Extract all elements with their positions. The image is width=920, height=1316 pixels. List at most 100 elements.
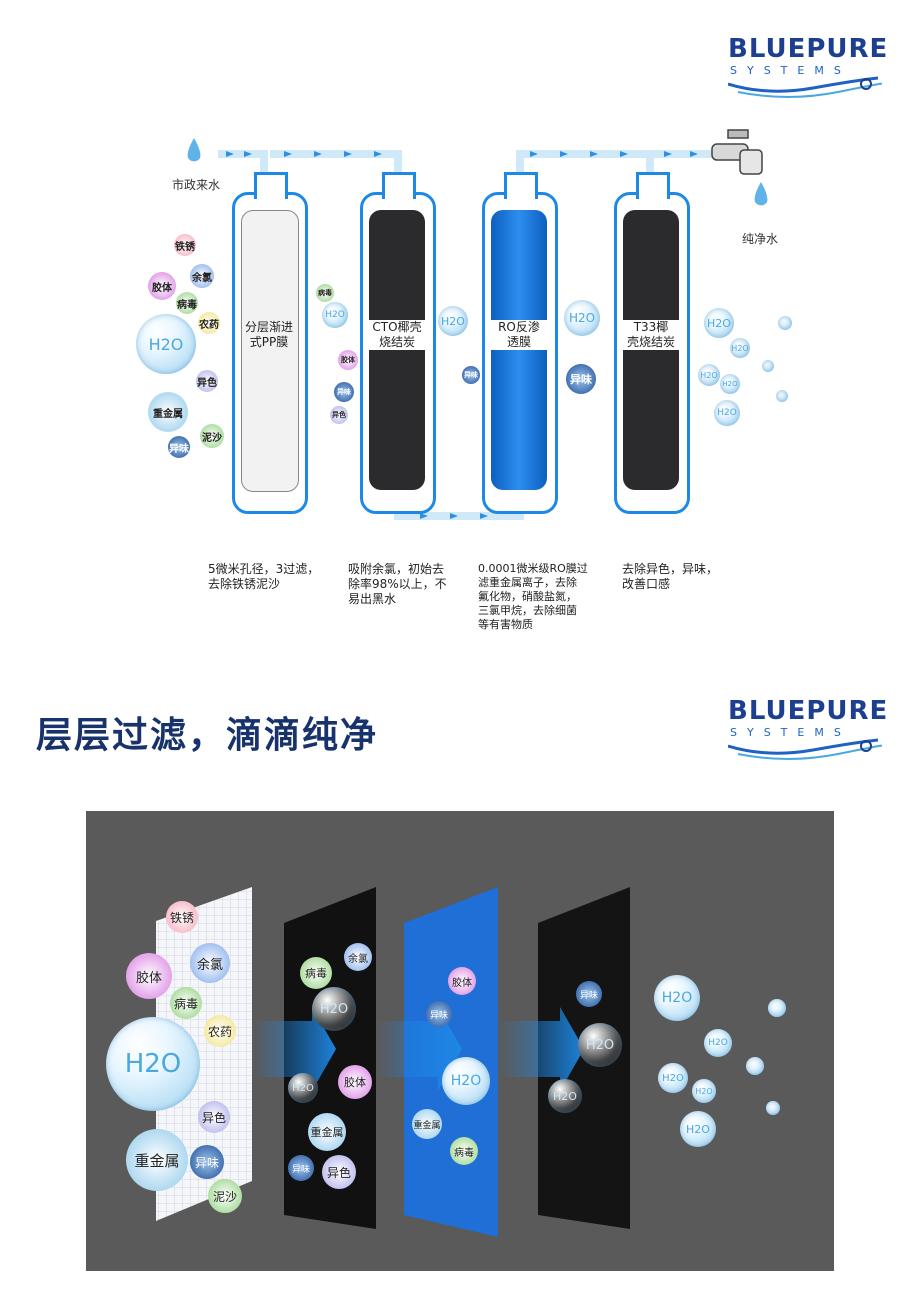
h2o-bubble: H2O [442, 1057, 490, 1105]
contaminant-chlorine: 余氯 [190, 264, 214, 288]
cartridge-t33: T33椰 壳烧结炭 [614, 172, 690, 514]
contaminant-colloid: 胶体 [448, 967, 476, 995]
h2o-bubble: H2O [714, 400, 740, 426]
h2o-bubble: H2O [548, 1079, 582, 1113]
desc-line: 吸附余氯，初始去 [348, 562, 445, 576]
contaminant-virus: 病毒 [170, 987, 202, 1019]
contaminant-odor: 异味 [426, 1001, 452, 1027]
water-bubble [776, 390, 788, 402]
input-label: 市政来水 [172, 178, 221, 192]
desc-line: 等有害物质 [478, 618, 533, 631]
desc-line: 易出黑水 [348, 592, 397, 606]
h2o-bubble: H2O [578, 1023, 622, 1067]
output-label: 纯净水 [742, 232, 779, 246]
contaminant-odor: 异味 [168, 436, 190, 458]
desc-line: 滤重金属离子，去除 [478, 576, 577, 589]
description-pp: 5微米孔径，3过滤， 去除铁锈泥沙 [208, 562, 338, 592]
brand-sub: SYSTEMS [730, 726, 851, 739]
cartridge-label: 烧结炭 [378, 335, 415, 349]
desc-line: 去除异色，异味， [622, 562, 719, 576]
brand-sub: SYSTEMS [730, 64, 851, 77]
description-ro: 0.0001微米级RO膜过 滤重金属离子，去除 氟化物，硝酸盐氮， 三氯甲烷，去… [478, 562, 608, 632]
h2o-bubble: H2O [136, 314, 196, 374]
h2o-bubble: H2O [658, 1063, 688, 1093]
contaminant-odor: 异味 [576, 981, 602, 1007]
water-bubble [778, 316, 792, 330]
contaminant-colloid: 胶体 [126, 953, 172, 999]
cartridge-pp: 分层渐进 式PP膜 [232, 172, 308, 514]
desc-line: 氟化物，硝酸盐氮， [478, 590, 577, 603]
contaminant-virus: 病毒 [176, 292, 198, 314]
cartridge-label: 壳烧结炭 [626, 335, 675, 349]
contaminant-heavy-metal: 重金属 [412, 1109, 442, 1139]
filtration-diagram: 市政来水 纯净水 分层渐进 式PP膜 CTO椰壳 烧结炭 RO反渗 透膜 [0, 120, 920, 640]
contaminant-odor: 异味 [190, 1145, 224, 1179]
cartridge-label: T33椰 [633, 320, 669, 334]
brand-logo-top: BLUEPURE SYSTEMS [728, 34, 888, 104]
contaminant-color: 异色 [196, 370, 218, 392]
cartridge-label: 分层渐进 [244, 320, 293, 334]
contaminant-sediment: 泥沙 [208, 1179, 242, 1213]
pipe-lines [187, 129, 768, 520]
contaminant-pesticide: 农药 [198, 312, 220, 334]
contaminant-color: 异色 [322, 1155, 356, 1189]
desc-line: 0.0001微米级RO膜过 [478, 562, 588, 575]
contaminant-odor: 异味 [288, 1155, 314, 1181]
h2o-bubble: H2O [288, 1073, 318, 1103]
cartridge-cto: CTO椰壳 烧结炭 [360, 172, 436, 514]
water-bubble [766, 1101, 780, 1115]
h2o-bubble: H2O [322, 302, 348, 328]
contaminant-colloid: 胶体 [338, 1065, 372, 1099]
h2o-bubble: H2O [564, 300, 600, 336]
contaminant-virus: 病毒 [300, 957, 332, 989]
desc-line: 5微米孔径，3过滤， [208, 562, 320, 576]
contaminant-heavy-metal: 重金属 [126, 1129, 188, 1191]
h2o-bubble: H2O [680, 1111, 716, 1147]
h2o-bubble: H2O [730, 338, 750, 358]
desc-line: 改善口感 [622, 577, 671, 591]
filtration-illustration: 铁锈 胶体 余氯 病毒 农药 H2O 异色 重金属 异味 泥沙 病毒 余氯 H2… [86, 811, 834, 1271]
h2o-bubble: H2O [312, 987, 356, 1031]
water-bubble [746, 1057, 764, 1075]
contaminant-colloid: 胶体 [148, 272, 176, 300]
contaminant-color: 异色 [198, 1101, 230, 1133]
desc-line: 除率98%以上，不 [348, 577, 447, 591]
desc-line: 去除铁锈泥沙 [208, 577, 281, 591]
cartridge-label: RO反渗 [498, 320, 540, 334]
contaminant-virus: 病毒 [450, 1137, 478, 1165]
contaminant-sediment: 泥沙 [200, 424, 224, 448]
description-t33: 去除异色，异味， 改善口感 [622, 562, 742, 592]
contaminant-rust: 铁锈 [174, 234, 196, 256]
contaminant-heavy-metal: 重金属 [148, 392, 188, 432]
cartridge-label: 式PP膜 [249, 335, 289, 349]
section-heading: 层层过滤，滴滴纯净 [36, 715, 379, 756]
h2o-bubble: H2O [438, 306, 468, 336]
contaminant-rust: 铁锈 [166, 901, 198, 933]
cartridge-label: 透膜 [506, 335, 531, 349]
contaminant-pesticide: 农药 [204, 1015, 236, 1047]
h2o-bubble: H2O [704, 308, 734, 338]
h2o-bubble: H2O [698, 364, 720, 386]
h2o-bubble: H2O [692, 1079, 716, 1103]
h2o-bubble: H2O [720, 374, 740, 394]
h2o-bubble: H2O [654, 975, 700, 1021]
contaminant-heavy-metal: 重金属 [308, 1113, 346, 1151]
logo-wave-icon [728, 738, 883, 760]
description-cto: 吸附余氯，初始去 除率98%以上，不 易出黑水 [348, 562, 468, 607]
water-bubble [768, 999, 786, 1017]
contaminant-virus: 病毒 [316, 284, 334, 302]
contaminant-odor: 异味 [462, 366, 480, 384]
desc-line: 三氯甲烷，去除细菌 [478, 604, 577, 617]
contaminant-chlorine: 余氯 [190, 943, 230, 983]
contaminant-colloid: 胶体 [338, 350, 358, 370]
contaminant-odor: 异味 [566, 364, 596, 394]
brand-logo-bottom: BLUEPURE SYSTEMS [728, 696, 888, 766]
h2o-bubble: H2O [106, 1017, 200, 1111]
cartridge-ro: RO反渗 透膜 [482, 172, 558, 514]
brand-name: BLUEPURE [728, 34, 889, 64]
faucet-icon [711, 129, 763, 175]
h2o-bubble: H2O [704, 1029, 732, 1057]
contaminant-chlorine: 余氯 [344, 943, 372, 971]
logo-wave-icon [728, 76, 883, 98]
cartridge-label: CTO椰壳 [372, 320, 422, 334]
